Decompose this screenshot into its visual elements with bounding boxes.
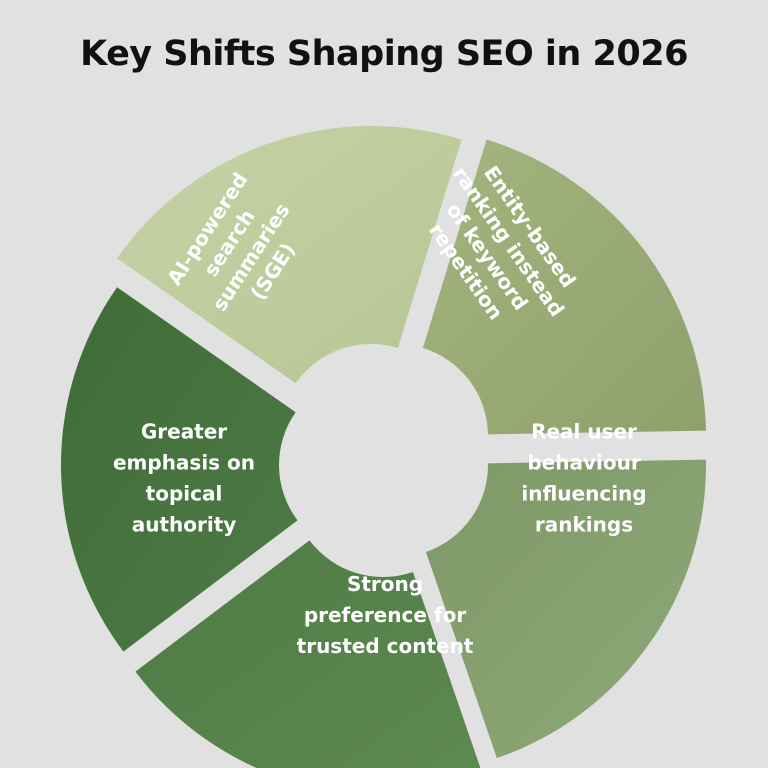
segment-label-line: preference for <box>304 603 467 627</box>
wheel-segment-5: Greater emphasis on topical authority <box>61 287 298 652</box>
wheel-segment-2: Entity-basedranking insteadof keywordrep… <box>422 139 706 435</box>
segment-shape <box>117 125 462 384</box>
segment-shape <box>61 287 298 652</box>
wheel-segment-1: AI-poweredsearchsummaries(SGE) <box>117 125 462 384</box>
segment-label-line: Strong <box>347 572 423 596</box>
segment-shape <box>135 540 481 768</box>
wheel-segment-4: Strong preference for trusted content <box>135 540 481 768</box>
segment-label-line: rankings <box>535 513 633 537</box>
segment-label-line: behaviour <box>527 451 640 475</box>
segment-label-line: influencing <box>521 482 646 506</box>
segment-shape <box>425 459 706 759</box>
segment-label-line: trusted content <box>297 634 474 658</box>
segment-label: Strong preference for trusted content <box>297 572 474 658</box>
segment-label: Real user behaviour influencing rankings <box>521 420 646 537</box>
segment-label: Greater emphasis on topical authority <box>113 420 255 537</box>
segment-label-line: Real user <box>531 420 637 444</box>
segment-label-line: topical <box>146 482 223 506</box>
wheel-segment-3: Real user behaviour influencing rankings <box>425 420 706 759</box>
segment-shape <box>422 139 706 435</box>
segment-label-line: authority <box>132 513 237 537</box>
page-title: Key Shifts Shaping SEO in 2026 <box>80 34 688 74</box>
segment-label-line: Greater <box>141 420 227 444</box>
segment-label-line: emphasis on <box>113 451 255 475</box>
